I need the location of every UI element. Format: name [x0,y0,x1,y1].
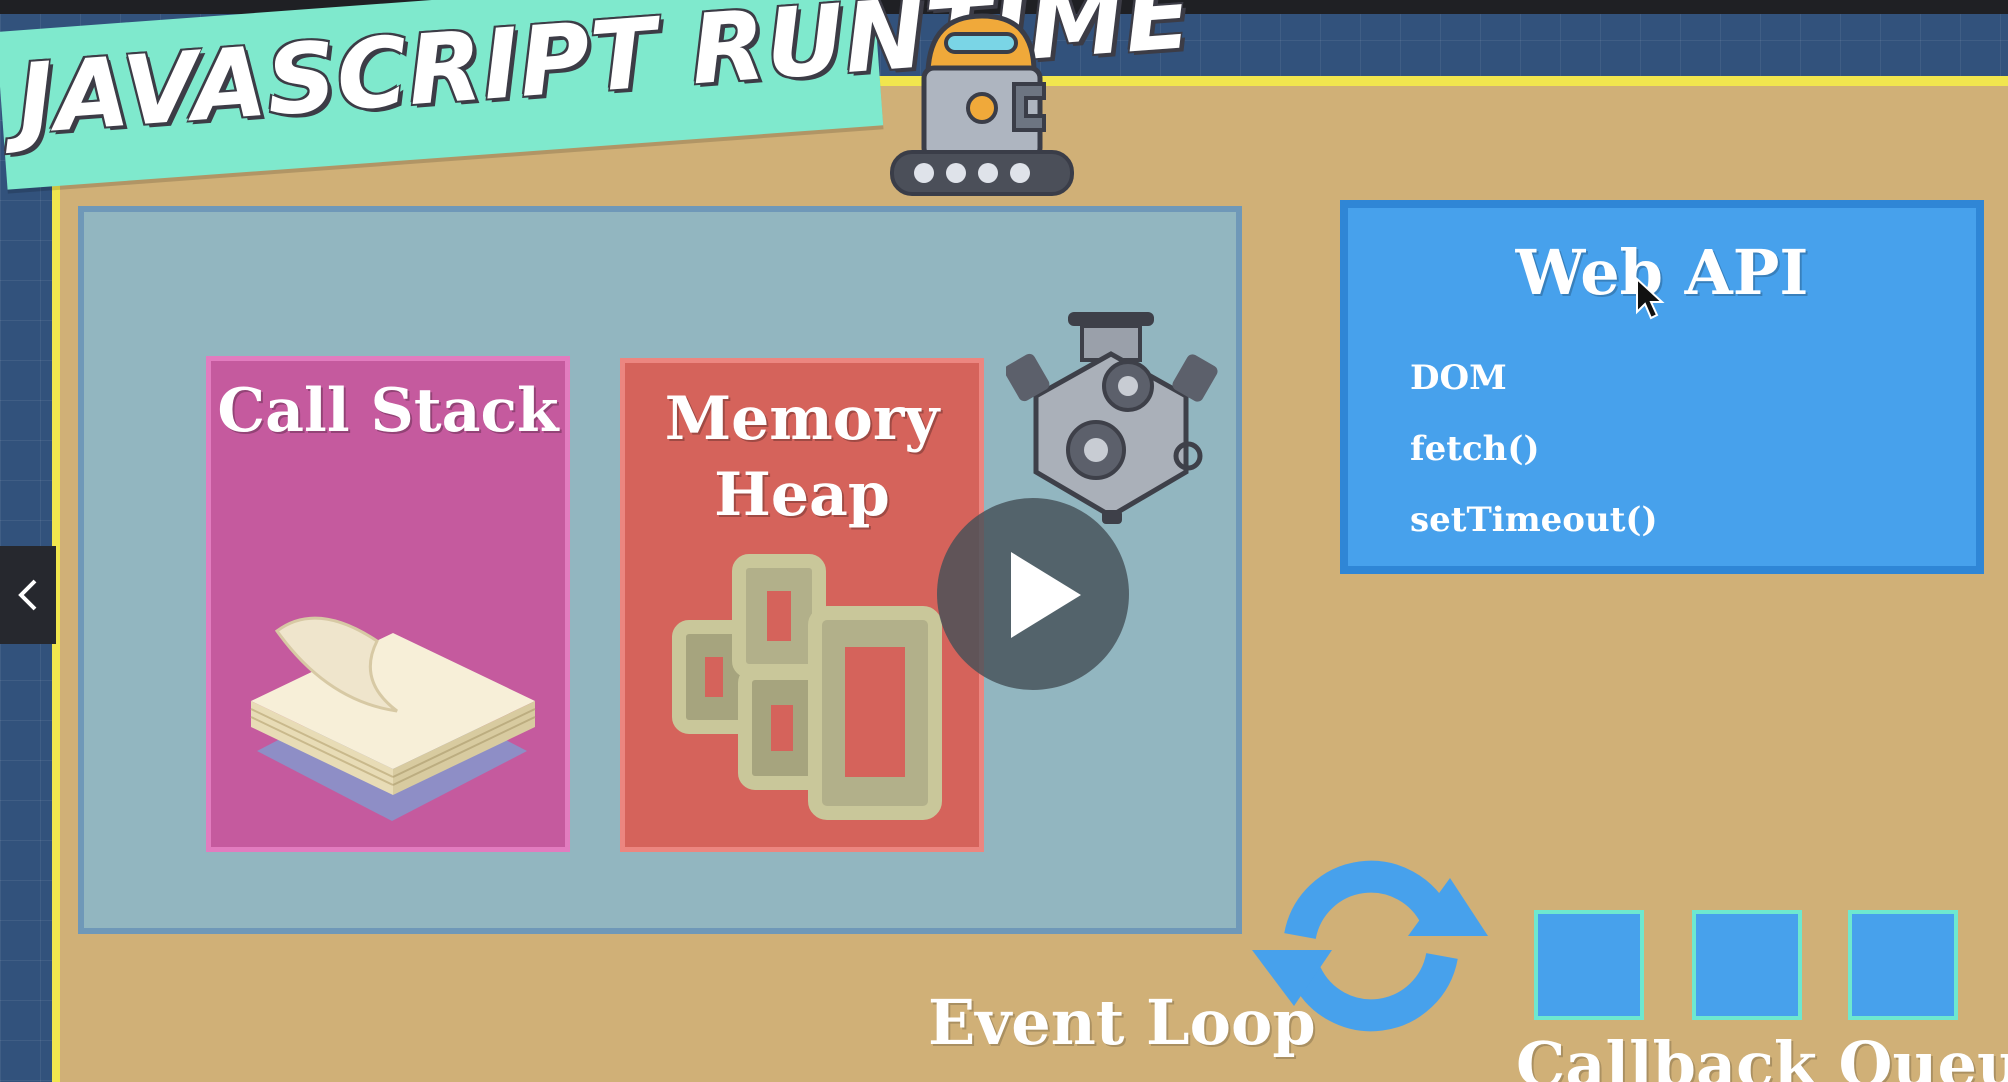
call-stack-card: Call Stack [206,356,570,852]
chevron-left-icon [18,579,37,611]
mouse-cursor-icon [1636,276,1665,320]
callback-queue-slot [1534,910,1644,1020]
event-loop-label: Event Loop [928,986,1316,1059]
memory-heap-card: Memory Heap [620,358,984,852]
memory-blocks-icon [672,554,942,820]
paper-stack-icon [250,616,536,821]
engine-gear-icon [1006,312,1218,524]
previous-slide-button[interactable] [0,546,56,644]
web-api-item-dom: DOM [1410,358,1507,398]
callback-queue-slot [1692,910,1802,1020]
callback-queue-label: Callback Queue [1516,1028,2008,1082]
call-stack-title: Call Stack [217,376,559,446]
memory-heap-title: Memory Heap [664,384,940,530]
web-api-item-settimeout: setTimeout() [1410,500,1658,540]
robot-mascot-icon [890,13,1074,196]
web-api-panel: Web API DOM fetch() setTimeout() [1340,200,1984,574]
refresh-arrows-icon [1252,860,1488,1032]
play-icon [1011,552,1081,638]
callback-queue-slot [1848,910,1958,1020]
play-button[interactable] [937,498,1129,690]
web-api-title: Web API [1515,236,1809,309]
web-api-list: DOM fetch() setTimeout() [1410,358,1658,571]
web-api-item-fetch: fetch() [1410,429,1540,469]
